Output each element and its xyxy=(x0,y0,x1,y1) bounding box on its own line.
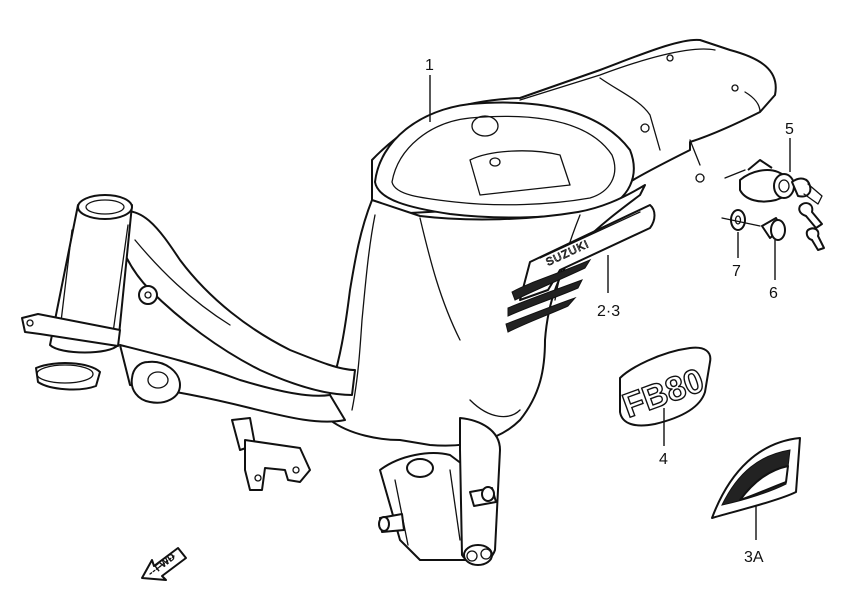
callout-side-stripe: 2·3 xyxy=(597,303,620,320)
callout-lock: 5 xyxy=(785,121,794,138)
callout-side-stripe-alt: 3A xyxy=(744,549,764,566)
callout-emblem: 4 xyxy=(659,451,668,468)
stripe-decal-3a xyxy=(711,437,801,519)
forward-arrow-icon: FWD xyxy=(141,547,187,581)
frame-side-stripe: SUZUKI xyxy=(505,204,656,333)
leader-lines xyxy=(429,75,791,540)
callout-bolt: 6 xyxy=(769,285,778,302)
callout-frame: 1 xyxy=(425,57,434,74)
bolt xyxy=(721,217,786,241)
callout-washer: 7 xyxy=(732,263,741,280)
seat-lock xyxy=(724,159,825,251)
frame-body xyxy=(21,38,777,566)
